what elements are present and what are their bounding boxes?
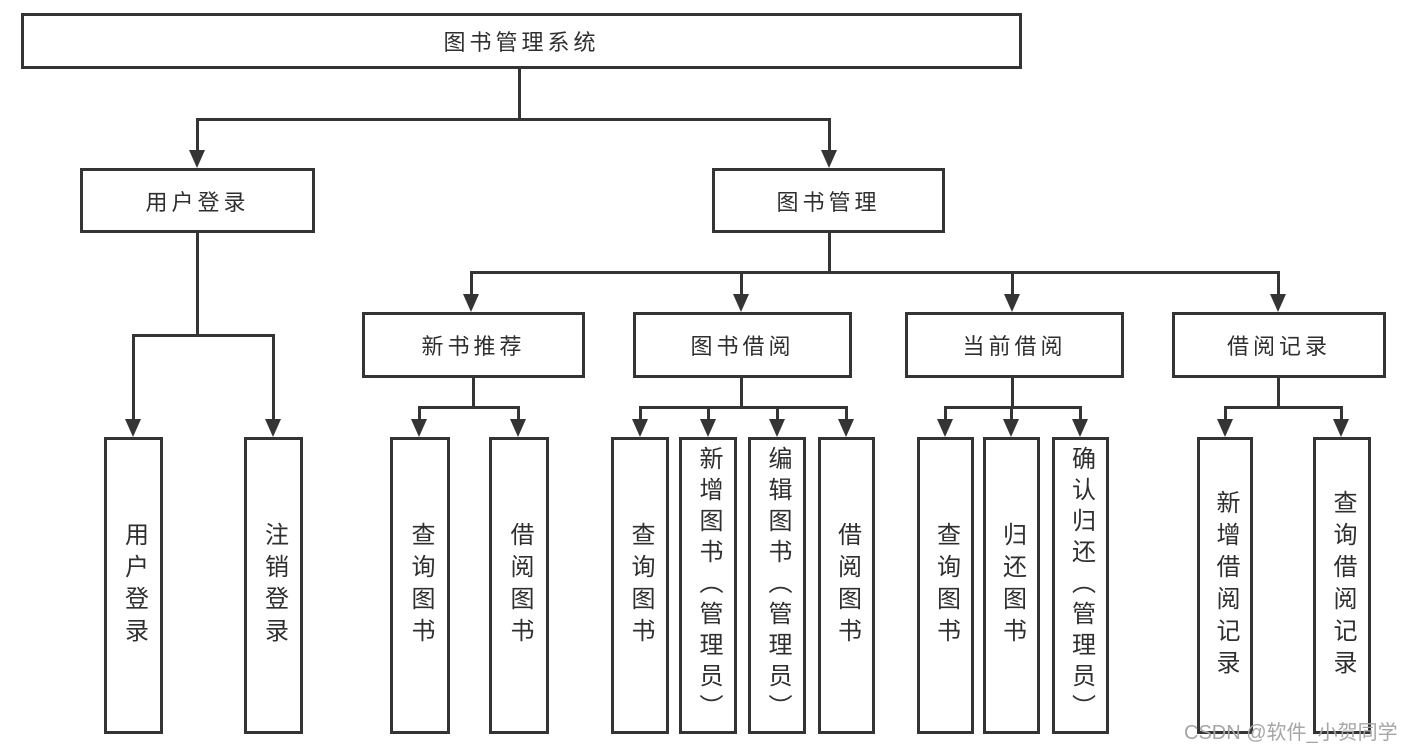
arrow-to-leaf-add-record <box>1217 406 1233 437</box>
node-borrow-records: 借阅记录 <box>1172 312 1386 378</box>
leaf-borrow-books-2: 借阅图书 <box>818 437 875 734</box>
leaf-user-login-label: 用户登录 <box>120 521 148 650</box>
arrow-to-user-login <box>189 118 205 168</box>
node-new-books: 新书推荐 <box>362 312 585 378</box>
arrow-to-leaf-login <box>125 334 141 437</box>
arrow-to-current-borrow <box>1004 271 1020 312</box>
leaf-confirm-return-label: 确认归还（管理员） <box>1067 446 1095 725</box>
arrow-to-leaf-borrow-books-2 <box>838 406 854 437</box>
leaf-add-books: 新增图书（管理员） <box>679 437 737 734</box>
leaf-user-login: 用户登录 <box>104 437 163 734</box>
leaf-logout: 注销登录 <box>244 437 303 734</box>
connector-book-mgmt-hline <box>471 271 1280 274</box>
leaf-query-books-2: 查询图书 <box>611 437 669 734</box>
connector-new-books-vline <box>472 378 475 409</box>
leaf-query-books-1-label: 查询图书 <box>407 521 434 650</box>
connector-book-mgmt-vline <box>828 233 831 273</box>
leaf-query-books-3-label: 查询图书 <box>932 521 960 650</box>
leaf-query-books-3: 查询图书 <box>917 437 974 734</box>
leaf-return-books-label: 归还图书 <box>998 521 1026 650</box>
leaf-add-record-label: 新增借阅记录 <box>1212 489 1239 682</box>
leaf-confirm-return: 确认归还（管理员） <box>1052 437 1109 734</box>
arrow-to-book-mgmt <box>821 118 837 168</box>
connector-book-borrow-vline <box>740 378 743 409</box>
arrow-to-borrow-records <box>1270 271 1286 312</box>
leaf-query-record: 查询借阅记录 <box>1313 437 1371 734</box>
arrow-to-leaf-query-books-2 <box>632 406 648 437</box>
arrow-to-book-borrow <box>733 271 749 312</box>
leaf-edit-books: 编辑图书（管理员） <box>748 437 806 734</box>
node-current-borrow: 当前借阅 <box>905 312 1124 378</box>
leaf-return-books: 归还图书 <box>983 437 1040 734</box>
node-current-borrow-label: 当前借阅 <box>962 334 1067 359</box>
arrow-to-leaf-logout <box>265 334 281 437</box>
arrow-to-leaf-return-books <box>1003 406 1019 437</box>
connector-root-vline <box>518 69 521 120</box>
node-book-mgmt: 图书管理 <box>712 168 945 233</box>
connector-user-login-vline <box>196 233 199 336</box>
node-new-books-label: 新书推荐 <box>421 334 526 359</box>
arrow-to-leaf-query-record <box>1333 406 1349 437</box>
arrow-to-leaf-edit-books <box>769 406 785 437</box>
connector-user-login-hline <box>132 334 275 337</box>
arrow-to-leaf-borrow-books-1 <box>510 406 526 437</box>
connector-current-borrow-vline <box>1011 378 1014 409</box>
arrow-to-new-books <box>463 271 479 312</box>
connector-book-borrow-hline <box>639 406 848 409</box>
leaf-query-record-label: 查询借阅记录 <box>1329 489 1356 682</box>
connector-borrow-records-vline <box>1277 378 1280 409</box>
connector-current-borrow-hline <box>944 406 1082 409</box>
connector-root-hline <box>197 118 831 121</box>
leaf-borrow-books-1: 借阅图书 <box>489 437 549 734</box>
leaf-borrow-books-1-label: 借阅图书 <box>506 521 533 650</box>
node-root: 图书管理系统 <box>21 13 1022 69</box>
leaf-query-books-2-label: 查询图书 <box>627 521 654 650</box>
node-book-borrow: 图书借阅 <box>633 312 852 378</box>
leaf-add-books-label: 新增图书（管理员） <box>695 446 722 725</box>
node-user-login-label: 用户登录 <box>145 189 250 215</box>
node-book-mgmt-label: 图书管理 <box>776 189 881 215</box>
leaf-edit-books-label: 编辑图书（管理员） <box>764 446 791 725</box>
arrow-to-leaf-query-books-3 <box>937 406 953 437</box>
arrow-to-leaf-add-books <box>700 406 716 437</box>
connector-new-books-hline <box>418 406 520 409</box>
arrow-to-leaf-confirm-return <box>1072 406 1088 437</box>
watermark: CSDN @软件_小贺同学 <box>1184 722 1398 744</box>
leaf-query-books-1: 查询图书 <box>390 437 450 734</box>
arrow-to-leaf-query-books-1 <box>411 406 427 437</box>
leaf-borrow-books-2-label: 借阅图书 <box>833 521 861 650</box>
connector-borrow-records-hline <box>1224 406 1342 409</box>
node-user-login: 用户登录 <box>80 168 315 233</box>
node-borrow-records-label: 借阅记录 <box>1226 334 1331 359</box>
node-book-borrow-label: 图书借阅 <box>690 334 795 359</box>
node-root-label: 图书管理系统 <box>443 30 600 55</box>
leaf-add-record: 新增借阅记录 <box>1197 437 1253 734</box>
leaf-logout-label: 注销登录 <box>260 521 288 650</box>
